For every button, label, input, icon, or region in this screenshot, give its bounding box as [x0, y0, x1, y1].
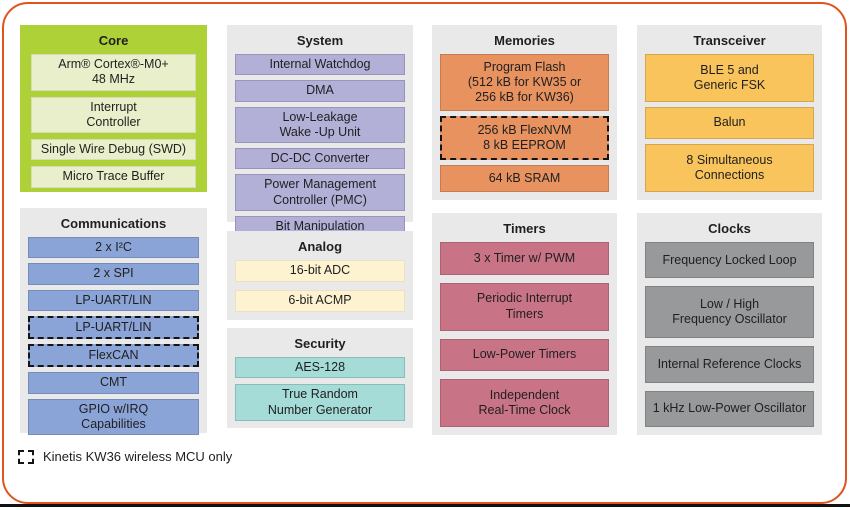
block-frequency-locked-loop: Frequency Locked Loop [645, 242, 814, 279]
section-title-core: Core [98, 33, 129, 48]
section-title-analog: Analog [297, 239, 343, 254]
slide-bottom-edge [0, 504, 850, 507]
block-power-management-controller-pmc: Power Management Controller (PMC) [235, 174, 405, 211]
block-1-khz-low-power-oscillator: 1 kHz Low-Power Oscillator [645, 390, 814, 427]
legend-label: Kinetis KW36 wireless MCU only [43, 449, 233, 464]
block-true-random-number-generator: True Random Number Generator [235, 384, 405, 421]
block-64-kb-sram: 64 kB SRAM [440, 165, 609, 192]
block-2-x-spi: 2 x SPI [28, 263, 199, 285]
block-8-simultaneous-connections: 8 Simultaneous Connections [645, 144, 814, 192]
section-analog: Analog 16-bit ADC 6-bit ACMP [227, 231, 413, 320]
block-cmt: CMT [28, 372, 199, 394]
block-ble-5-and-generic-fsk: BLE 5 and Generic FSK [645, 54, 814, 102]
block-balun: Balun [645, 106, 814, 140]
block-lp-uart-lin: LP-UART/LIN [28, 289, 199, 311]
block-aes-128: AES-128 [235, 357, 405, 379]
block-dma: DMA [235, 80, 405, 102]
section-title-comms: Communications [60, 216, 167, 231]
block-low-power-timers: Low-Power Timers [440, 338, 609, 372]
block-3-x-timer-w-pwm: 3 x Timer w/ PWM [440, 242, 609, 275]
section-title-system: System [296, 33, 344, 48]
legend: Kinetis KW36 wireless MCU only [18, 449, 232, 464]
block-single-wire-debug-swd: Single Wire Debug (SWD) [31, 139, 196, 161]
block-6-bit-acmp: 6-bit ACMP [235, 290, 405, 312]
block-program-flash-512-kb-for-kw35-or-256-kb-for-kw36: Program Flash (512 kB for KW35 or 256 kB… [440, 54, 609, 112]
block-low-leakage-wake-up-unit: Low-Leakage Wake -Up Unit [235, 106, 405, 143]
section-items-memories: Program Flash (512 kB for KW35 or 256 kB… [440, 54, 609, 192]
block-16-bit-adc: 16-bit ADC [235, 260, 405, 282]
block-arm-cortex-m0-48-mhz: Arm® Cortex®-M0+ 48 MHz [31, 54, 196, 91]
block-internal-watchdog: Internal Watchdog [235, 54, 405, 76]
block-periodic-interrupt-timers: Periodic Interrupt Timers [440, 282, 609, 331]
block-flexcan: FlexCAN [28, 344, 199, 368]
section-title-security: Security [294, 336, 346, 351]
block-dc-dc-converter: DC-DC Converter [235, 148, 405, 170]
section-items-transceiver: BLE 5 and Generic FSK Balun 8 Simultaneous… [645, 54, 814, 192]
section-title-memories: Memories [494, 33, 555, 48]
block-low-high-frequency-oscillator: Low / High Frequency Oscillator [645, 286, 814, 339]
section-comms: Communications 2 x I²C 2 x SPI LP-UART/LIN L… [20, 208, 207, 435]
section-title-timers: Timers [503, 221, 546, 236]
section-items-timers: 3 x Timer w/ PWM Periodic Interrupt Timer… [440, 242, 609, 427]
dashed-box-icon [18, 449, 34, 464]
block-lp-uart-lin: LP-UART/LIN [28, 315, 199, 339]
block-independent-real-time-clock: Independent Real-Time Clock [440, 379, 609, 427]
section-items-comms: 2 x I²C 2 x SPI LP-UART/LIN LP-UART/LIN Flex… [28, 237, 199, 435]
section-timers: Timers 3 x Timer w/ PWM Periodic Interrupt… [432, 213, 617, 435]
section-title-transceiver: Transceiver [693, 33, 766, 48]
section-title-clocks: Clocks [708, 221, 751, 236]
block-gpio-w-irq-capabilities: GPIO w/IRQ Capabilities [28, 398, 199, 435]
block-micro-trace-buffer: Micro Trace Buffer [31, 166, 196, 188]
block-internal-reference-clocks: Internal Reference Clocks [645, 346, 814, 383]
block-2-x-i-c: 2 x I²C [28, 237, 199, 259]
section-items-analog: 16-bit ADC 6-bit ACMP [235, 260, 405, 312]
block-interrupt-controller: Interrupt Controller [31, 96, 196, 133]
block-256-kb-flexnvm-8-kb-eeprom: 256 kB FlexNVM 8 kB EEPROM [440, 116, 609, 161]
